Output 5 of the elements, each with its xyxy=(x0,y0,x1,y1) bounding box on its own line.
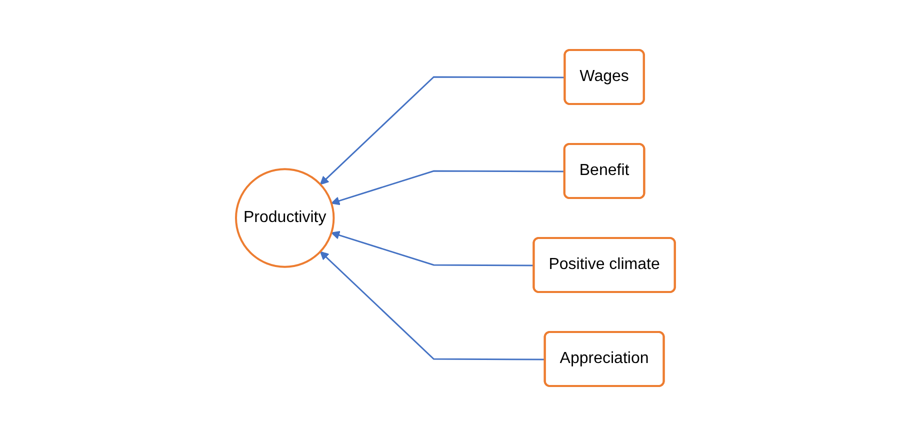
arrow xyxy=(320,76,566,185)
arrow xyxy=(331,170,565,206)
arrow xyxy=(320,251,546,360)
arrow xyxy=(331,230,534,266)
node-circle: Productivity xyxy=(235,168,335,268)
